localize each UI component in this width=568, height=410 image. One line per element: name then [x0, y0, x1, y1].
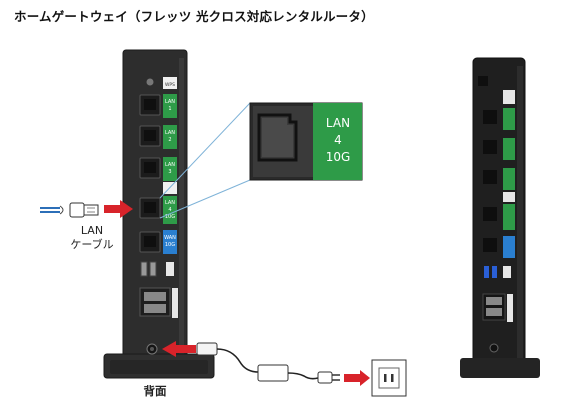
lan1-port: LAN 1 [139, 94, 177, 118]
power-led-icon [146, 78, 154, 86]
insert-arrow-power-icon [162, 341, 196, 357]
lan3-label-a: LAN [165, 162, 175, 168]
wps-label: WPS [165, 82, 175, 88]
wan-label-a: WAN [164, 235, 176, 241]
wps-label-box [163, 77, 177, 89]
router-photo [460, 57, 540, 378]
lan2-label-a: LAN [165, 130, 175, 136]
usb-port-icon [149, 261, 157, 277]
lan2-label-b: 2 [168, 137, 171, 143]
insert-arrow-outlet-icon [344, 370, 370, 386]
cable-caption-line2: ケーブル [70, 238, 114, 251]
router-back-view: WPS LAN 1 LAN 2 LAN 3 [103, 49, 215, 379]
zoom-label-b: 4 [334, 133, 342, 147]
lan2-port: LAN 2 [139, 125, 177, 149]
lan4-label-b: 4 [168, 207, 171, 213]
page-title: ホームゲートウェイ（フレッツ 光クロス対応レンタルルータ） [14, 9, 374, 24]
power-cable-icon [162, 341, 407, 397]
zoom-label-c: 10G [326, 150, 351, 164]
wan-port: WAN 10G [139, 230, 177, 254]
lan3-port: LAN 3 [139, 157, 177, 181]
usb-port-icon [140, 261, 148, 277]
wan-label-b: 10G [165, 242, 175, 248]
insert-arrow-lan-icon [104, 200, 133, 218]
lan1-label-b: 1 [168, 106, 171, 112]
lan-cable-icon [40, 202, 99, 218]
lan1-label-a: LAN [165, 99, 175, 105]
lan3-label-b: 3 [168, 169, 171, 175]
lan4-label-a: LAN [165, 200, 175, 206]
cable-caption-line1: LAN [80, 224, 104, 237]
zoom-label-a: LAN [326, 116, 350, 130]
back-caption: 背面 [143, 384, 167, 398]
lan4-label-c: 10G [165, 214, 175, 220]
lan4-port: LAN 4 10G [139, 196, 177, 224]
lan4-zoom-callout: LAN 4 10G [249, 102, 363, 181]
